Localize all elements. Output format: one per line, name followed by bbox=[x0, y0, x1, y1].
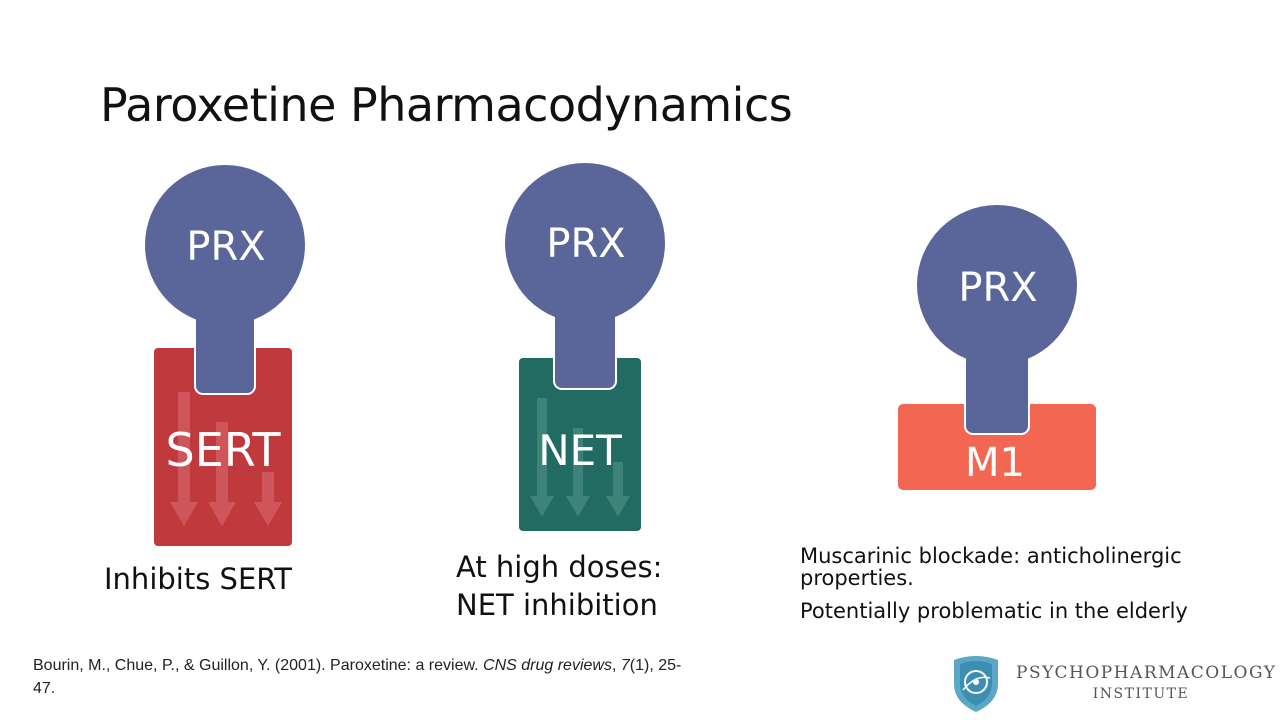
m1-binding-diagram: PRX M1 bbox=[895, 200, 1100, 495]
citation-authors: Bourin, M., Chue, P., & Guillon, Y. (200… bbox=[33, 657, 484, 674]
prx-ball bbox=[917, 205, 1077, 365]
logo-line-2: INSTITUTE bbox=[1092, 686, 1190, 702]
shield-icon bbox=[954, 656, 998, 712]
prx-ball bbox=[145, 165, 305, 325]
logo-line-1: PSYCHOPHARMACOLOGY bbox=[1016, 663, 1277, 683]
prx-label: PRX bbox=[958, 265, 1037, 311]
m1-label: M1 bbox=[965, 440, 1025, 486]
institute-logo: PSYCHOPHARMACOLOGY INSTITUTE bbox=[948, 654, 1277, 714]
citation-volume: 7 bbox=[620, 657, 630, 674]
logo-text: PSYCHOPHARMACOLOGY INSTITUTE bbox=[1016, 662, 1277, 704]
prx-label: PRX bbox=[186, 224, 265, 270]
citation: Bourin, M., Chue, P., & Guillon, Y. (200… bbox=[33, 654, 683, 700]
citation-separator: , bbox=[611, 657, 621, 674]
net-caption: At high doses: NET inhibition bbox=[456, 548, 662, 624]
m1-receptor-block bbox=[898, 404, 1096, 490]
sert-caption-line: Inhibits SERT bbox=[104, 562, 293, 596]
citation-pages: (1), 25-47. bbox=[33, 657, 682, 697]
slide-title: Paroxetine Pharmacodynamics bbox=[100, 78, 793, 132]
m1-caption: Muscarinic blockade: anticholinergic pro… bbox=[800, 545, 1230, 623]
sert-label: SERT bbox=[166, 423, 282, 477]
net-caption-line-1: At high doses: bbox=[456, 550, 663, 584]
sert-transporter-block bbox=[154, 348, 292, 546]
m1-caption-line-2: Potentially problematic in the elderly bbox=[800, 599, 1188, 623]
down-arrows-icon bbox=[170, 392, 282, 526]
prx-label: PRX bbox=[546, 221, 625, 267]
prx-ball bbox=[505, 163, 665, 323]
sert-binding-diagram: PRX SERT bbox=[140, 160, 320, 550]
m1-binding-graphic: PRX M1 bbox=[898, 205, 1096, 490]
down-arrows-icon bbox=[530, 398, 630, 517]
sert-caption: Inhibits SERT bbox=[104, 560, 292, 598]
sert-binding-graphic: PRX SERT bbox=[145, 165, 305, 546]
net-transporter-block bbox=[519, 358, 641, 531]
net-caption-line-2: NET inhibition bbox=[456, 588, 658, 622]
net-binding-graphic: PRX NET bbox=[505, 163, 665, 531]
m1-caption-line-1: Muscarinic blockade: anticholinergic pro… bbox=[800, 544, 1182, 590]
net-label: NET bbox=[538, 426, 622, 475]
net-binding-diagram: PRX NET bbox=[500, 160, 680, 540]
citation-journal: CNS drug reviews bbox=[483, 657, 612, 674]
